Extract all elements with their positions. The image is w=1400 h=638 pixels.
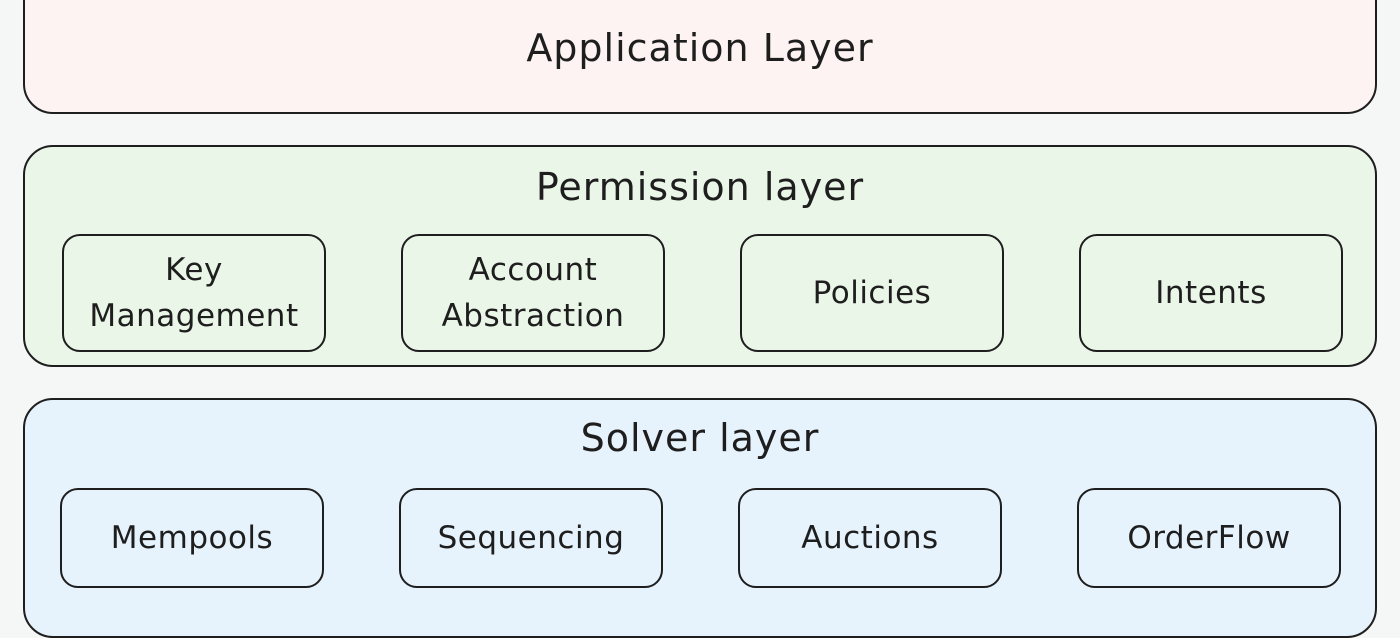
key-management-box: Key Management bbox=[62, 234, 326, 352]
policies-label: Policies bbox=[812, 274, 932, 311]
solver-layer: Solver layer Mempools Sequencing Auction… bbox=[23, 398, 1377, 638]
sequencing-box: Sequencing bbox=[399, 488, 663, 588]
account-abstraction-label-line-1: Account bbox=[468, 251, 598, 288]
intents-box: Intents bbox=[1079, 234, 1343, 352]
account-abstraction-label-line-2: Abstraction bbox=[441, 298, 625, 334]
sequencing-label: Sequencing bbox=[437, 519, 625, 556]
orderflow-label: OrderFlow bbox=[1127, 519, 1291, 556]
application-layer: Application Layer bbox=[23, 0, 1377, 114]
mempools-label: Mempools bbox=[110, 519, 274, 556]
intents-label: Intents bbox=[1155, 274, 1267, 311]
solver-layer-title: Solver layer bbox=[580, 416, 820, 460]
orderflow-box: OrderFlow bbox=[1077, 488, 1341, 588]
permission-layer: Permission layer Key Management Account … bbox=[23, 145, 1377, 367]
key-management-label-line-2: Management bbox=[89, 298, 299, 334]
key-management-label-line-1: Key bbox=[165, 251, 223, 288]
account-abstraction-box: Account Abstraction bbox=[401, 234, 665, 352]
auctions-box: Auctions bbox=[738, 488, 1002, 588]
mempools-box: Mempools bbox=[60, 488, 324, 588]
policies-box: Policies bbox=[740, 234, 1004, 352]
auctions-label: Auctions bbox=[801, 519, 939, 556]
application-layer-title: Application Layer bbox=[526, 26, 874, 70]
permission-layer-title: Permission layer bbox=[535, 165, 865, 209]
